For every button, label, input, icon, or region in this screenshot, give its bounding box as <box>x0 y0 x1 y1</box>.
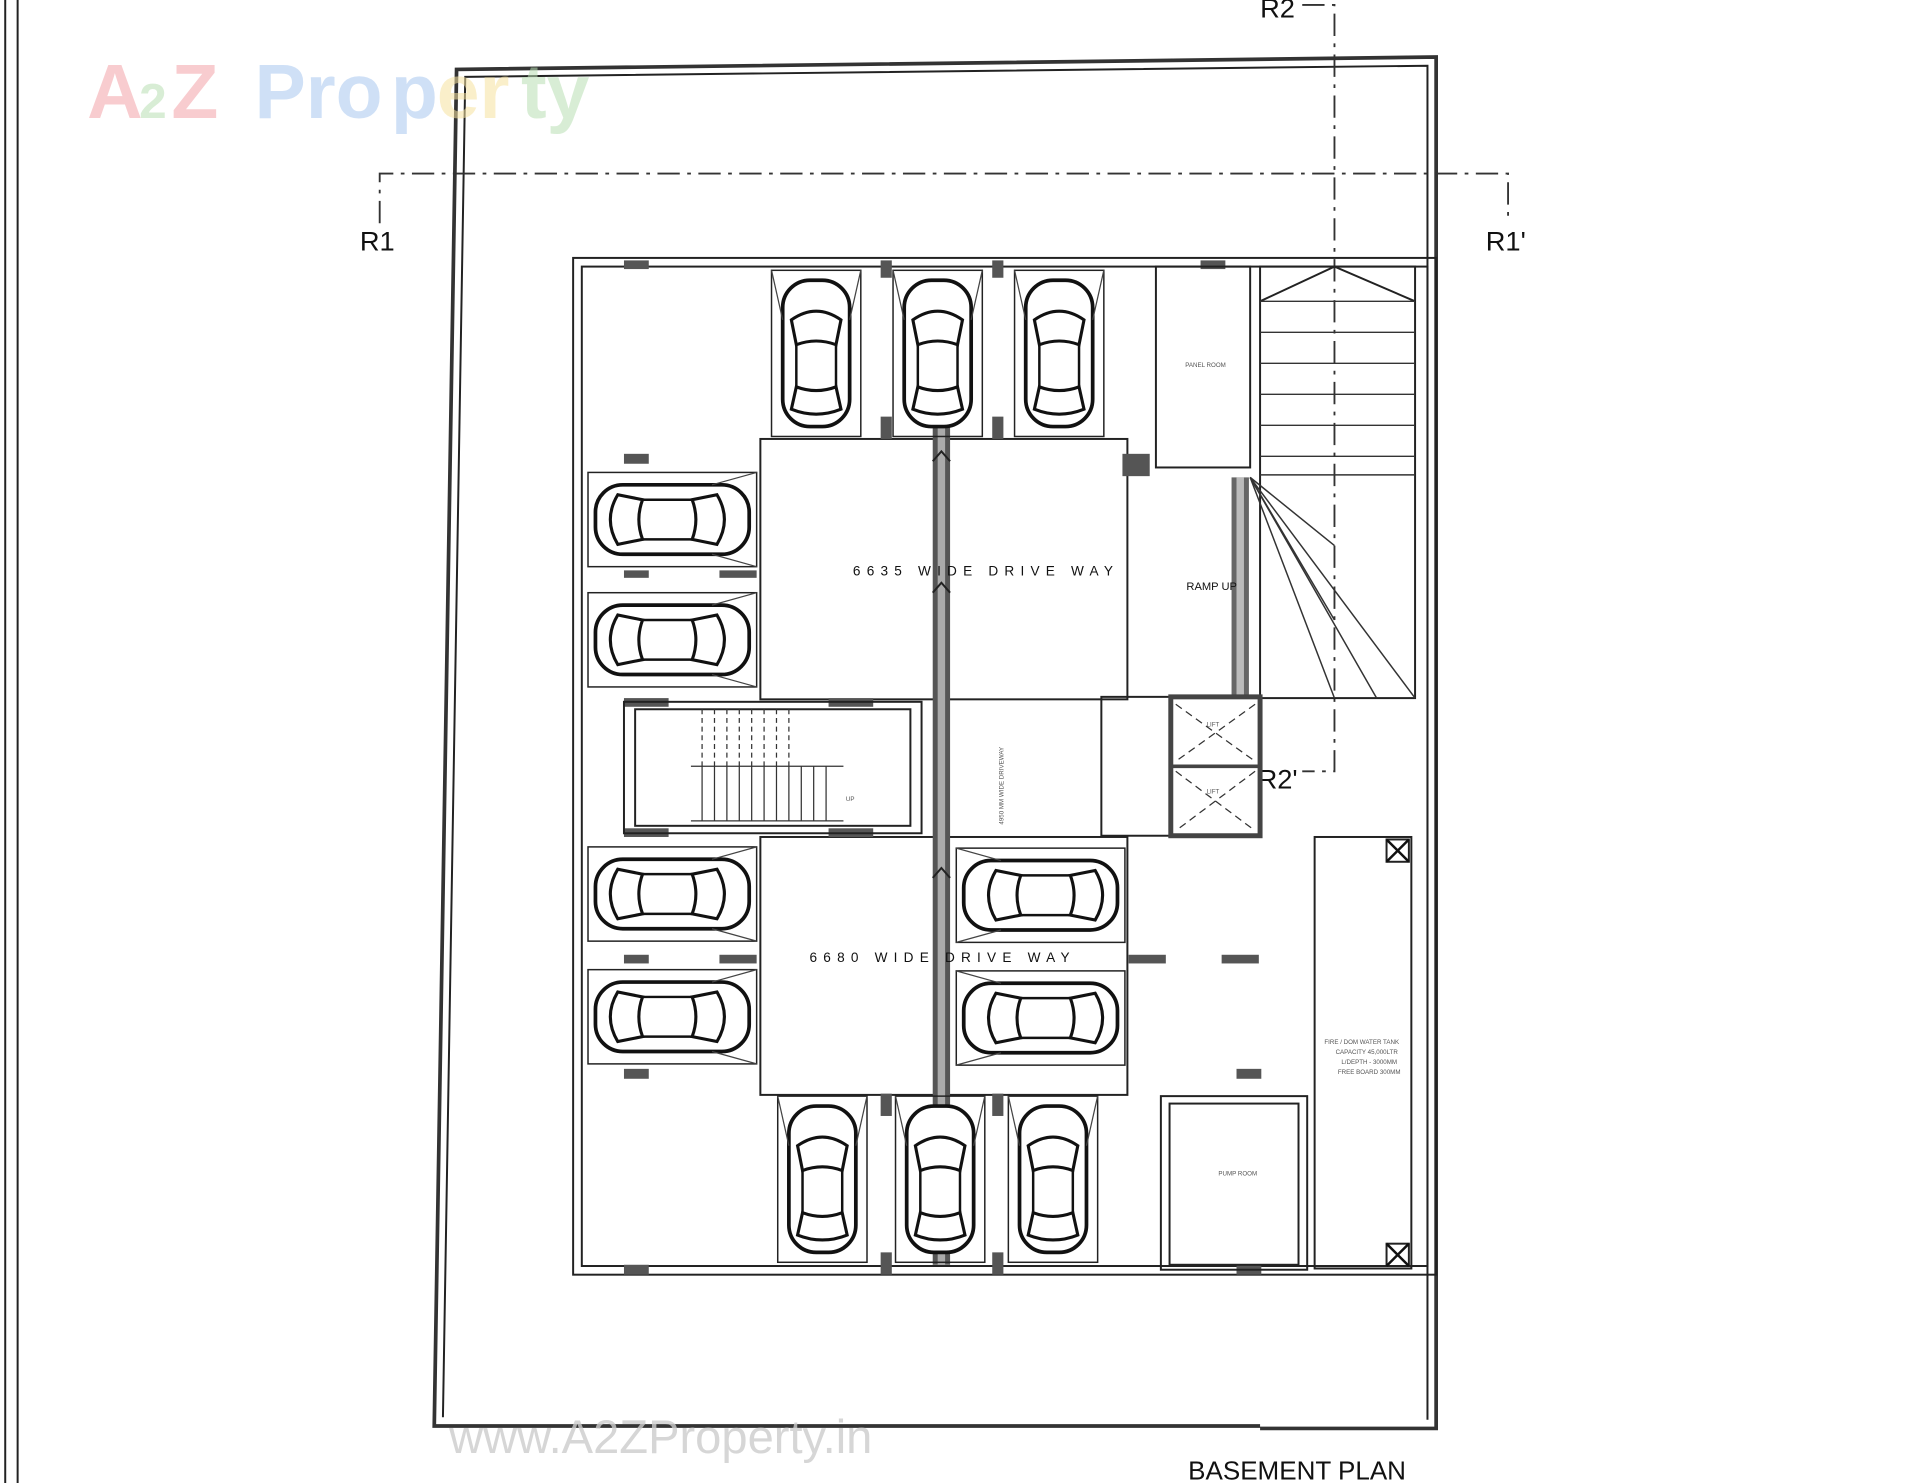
water-tank-label: L/DEPTH - 3000MM <box>1341 1059 1397 1066</box>
section-line-r2 <box>1302 4 1336 773</box>
svg-text:2: 2 <box>139 73 167 129</box>
svg-text:ty: ty <box>521 49 590 135</box>
ramp-label: RAMP UP <box>1186 581 1237 593</box>
staircase-main <box>1231 265 1417 700</box>
car-slot <box>586 967 759 1066</box>
lift-label: LIFT <box>1207 789 1220 796</box>
car-slot <box>775 1094 869 1265</box>
car-slot <box>954 969 1127 1067</box>
panel-room-label: PANEL ROOM <box>1185 362 1226 369</box>
water-tank-label: FIRE / DOM WATER TANK <box>1324 1039 1400 1046</box>
svg-text:p: p <box>391 49 438 135</box>
building-outline <box>572 256 1438 1276</box>
car-slot <box>1012 268 1106 439</box>
car-slot <box>586 590 759 689</box>
section-mark-r2-prime: R2' <box>1258 764 1298 795</box>
car-slot <box>891 268 985 439</box>
section-mark-r2: R2 <box>1260 0 1295 23</box>
section-mark-r1: R1 <box>360 225 395 256</box>
car-slot <box>893 1094 987 1265</box>
car-slot <box>586 470 759 569</box>
car-slot <box>586 845 759 943</box>
panel-room <box>1154 265 1252 469</box>
driveway <box>759 285 1129 1265</box>
svg-text:Z: Z <box>171 49 218 135</box>
car-slot <box>954 846 1127 945</box>
water-tank-label: CAPACITY 45,000LTR <box>1336 1049 1399 1056</box>
svg-text:er: er <box>437 49 510 135</box>
driveway-top-label: 6635 WIDE DRIVE WAY <box>853 563 1119 578</box>
pump-room-label: PUMP ROOM <box>1218 1170 1257 1177</box>
staircase-left: UP <box>622 700 923 835</box>
lift-core: LIFT LIFT <box>1100 694 1263 839</box>
svg-text:A: A <box>87 49 143 135</box>
car-slot <box>769 268 863 439</box>
pump-room <box>1159 1095 1309 1271</box>
water-tank-label: FREE BOARD 300MM <box>1338 1069 1401 1076</box>
section-mark-r1-prime: R1' <box>1486 225 1526 256</box>
lift-label: LIFT <box>1207 722 1220 729</box>
svg-text:Pro: Pro <box>254 49 382 135</box>
stair-up-label: UP <box>846 796 855 803</box>
url-watermark: www.A2ZProperty.in <box>448 1410 872 1463</box>
car-slot <box>1006 1094 1100 1265</box>
section-line-r1 <box>378 172 1509 224</box>
driveway-bottom-label: 6680 WIDE DRIVE WAY <box>810 950 1076 965</box>
a2z-logo-watermark: A 2 Z Pro p er ty <box>87 49 590 135</box>
parking-slots <box>586 268 1127 1265</box>
plan-title: BASEMENT PLAN <box>1188 1455 1406 1483</box>
driveway-center-label: 4950 MM WIDE DRIVEWAY <box>998 747 1005 825</box>
water-tank: FIRE / DOM WATER TANK CAPACITY 45,000LTR… <box>1313 835 1413 1270</box>
